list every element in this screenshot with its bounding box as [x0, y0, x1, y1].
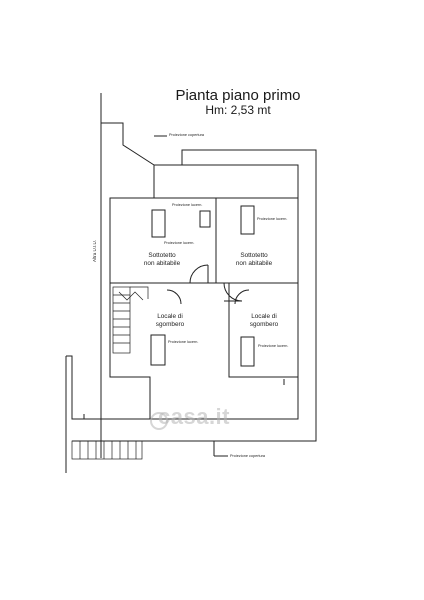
staircase	[112, 286, 149, 354]
door-arc-1	[189, 264, 209, 284]
door-arc-2	[223, 282, 243, 302]
room-label-storage-left: Locale di sgombero	[155, 313, 185, 328]
door-arc-3	[166, 289, 182, 305]
lower-right	[228, 283, 299, 378]
plan-title: Pianta piano primo	[175, 87, 301, 104]
left-terrace	[66, 355, 150, 420]
lower-staircase	[71, 440, 143, 460]
skylight-2	[240, 205, 255, 235]
watermark-icon	[150, 412, 168, 430]
door-arc-4	[234, 289, 250, 305]
roof-inner-top	[182, 164, 299, 198]
room-label-attic-right: Sottotetto non abitabile	[235, 252, 273, 267]
roof-projection-label-top: Proiezione copertura	[169, 133, 205, 137]
skylight-label-1b: Proiezione lucern.	[172, 203, 203, 207]
roof-outline-left	[101, 122, 155, 198]
skylight-label-4: Proiezione lucern.	[258, 344, 289, 348]
skylight-1	[151, 209, 166, 238]
roof-projection-label-bottom: Proiezione copertura	[230, 454, 266, 458]
skylight-label-1: Proiezione lucern.	[164, 241, 195, 245]
room-label-storage-right: Locale di sgombero	[249, 313, 279, 328]
skylight-3	[150, 334, 166, 366]
room-label-attic-left: Sottotetto non abitabile	[143, 252, 181, 267]
roof-outline-top	[154, 149, 317, 442]
skylight-1b	[199, 210, 211, 228]
watermark: casa.it	[158, 404, 230, 429]
skylight-label-3: Proiezione lucern.	[168, 340, 199, 344]
upper-block	[109, 197, 299, 284]
plan-height: Hm: 2,53 mt	[205, 103, 271, 117]
skylight-4	[240, 336, 255, 367]
lower-block	[109, 283, 299, 420]
skylight-label-2: Proiezione lucern.	[257, 217, 288, 221]
other-unit-label: Altra U.I.U.	[92, 239, 97, 262]
